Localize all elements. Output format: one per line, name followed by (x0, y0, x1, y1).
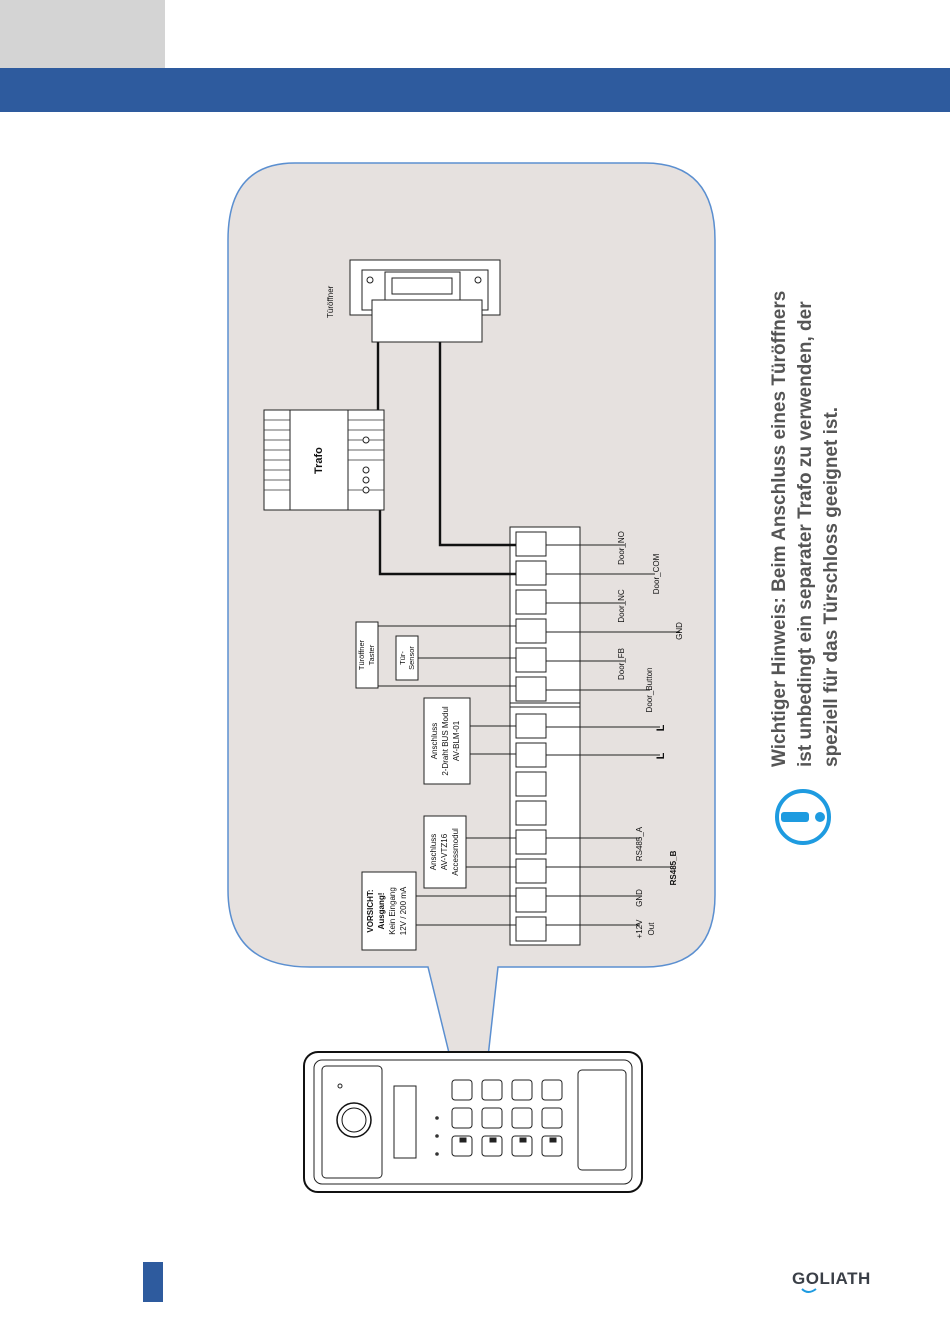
label-l2: L (655, 752, 667, 759)
door-opener: Türöffner (326, 259, 501, 343)
access-module-line3: Accessmodul (451, 828, 460, 876)
label-door-nc: Door_NC (617, 589, 626, 623)
keypad (451, 1079, 563, 1157)
label-door-no: Door_NO (617, 531, 626, 565)
transformer: Trafo (263, 409, 385, 511)
trafo-label: Trafo (313, 447, 325, 474)
note-line1: Wichtiger Hinweis: Beim Anschluss eines … (769, 291, 790, 767)
door-sensor-line1: Tür- (398, 651, 407, 665)
header-blue-band (0, 68, 950, 112)
terminal-labels: Door_NO Door_COM Door_NC GND Door_FB Doo… (617, 531, 684, 938)
bus-module-line1: Anschluss (430, 723, 439, 759)
bus-module-line2: 2-Draht BUS Modul (441, 706, 450, 776)
door-opener-label: Türöffner (326, 285, 335, 318)
header-gray-tab (0, 0, 165, 68)
label-gnd: GND (635, 889, 644, 907)
label-door-button: Door_Button (645, 668, 654, 713)
access-module-box: Anschluss AV-VTZ16 Accessmodul (423, 815, 467, 889)
label-l1: L (655, 724, 667, 731)
label-plus12v: +12V (635, 919, 644, 939)
door-button-box: Türöffner Taster (355, 621, 379, 689)
label-rs485-a: RS485_A (635, 826, 644, 861)
access-module-line2: AV-VTZ16 (440, 833, 449, 870)
access-module-line1: Anschluss (429, 834, 438, 870)
warning-line3: Kein Eingang (388, 887, 397, 935)
label-door-fb: Door_FB (617, 648, 626, 680)
warning-line4: 12V / 200 mA (399, 886, 408, 935)
warning-box: VORSICHT: Ausgang! Kein Eingang 12V / 20… (361, 871, 417, 951)
door-button-line1: Türöffner (357, 639, 366, 670)
door-sensor-box: Tür- Sensor (395, 635, 419, 681)
logo-text: GOLIATH (792, 1269, 871, 1288)
terminal-leads (546, 544, 680, 926)
info-icon (775, 789, 831, 845)
label-gnd-top: GND (675, 622, 684, 640)
door-station-device (303, 1051, 643, 1193)
bus-module-box: Anschluss 2-Draht BUS Modul AV-BLM-01 (423, 697, 471, 785)
warning-line2: Ausgang! (377, 893, 386, 930)
door-button-line2: Taster (367, 644, 376, 665)
label-rs485-b: RS485_B (669, 850, 678, 885)
label-door-com: Door_COM (652, 553, 661, 594)
goliath-logo: GOLIATH (792, 1269, 871, 1293)
bus-module-line3: AV-BLM-01 (452, 720, 461, 761)
signal-wires (378, 625, 516, 926)
note-line3: speziell für das Türschloss geeignet ist… (821, 407, 842, 767)
door-sensor-line2: Sensor (407, 646, 416, 670)
note-line2: ist unbedingt ein separater Trafo zu ver… (795, 301, 816, 767)
terminal-block (509, 526, 581, 946)
label-out: Out (647, 922, 656, 936)
page-marker (143, 1262, 163, 1302)
warning-line1: VORSICHT: (366, 889, 375, 932)
